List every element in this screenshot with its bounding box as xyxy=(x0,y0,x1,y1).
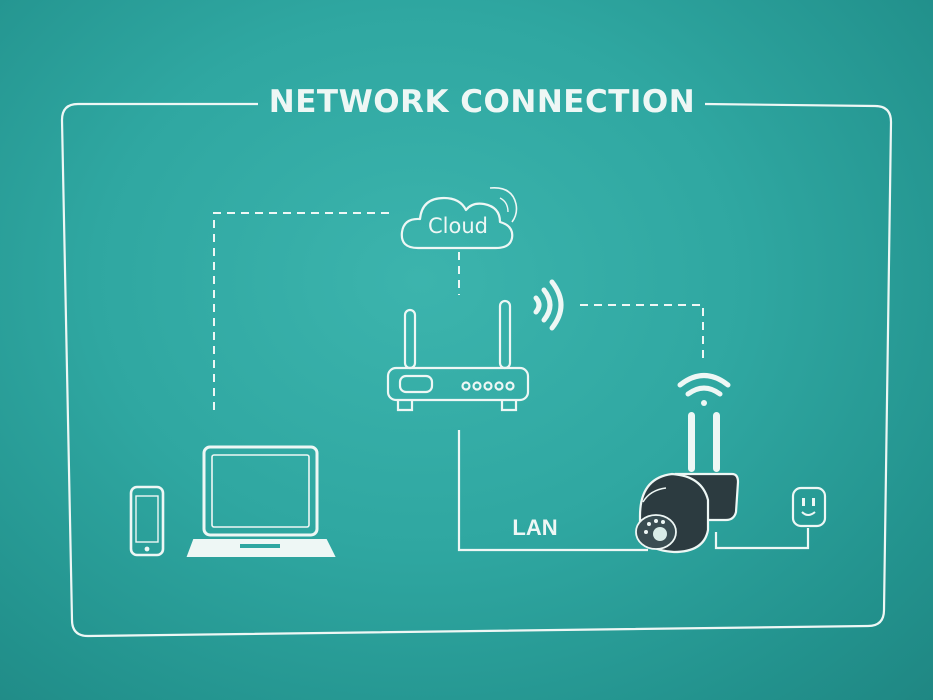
wifi-signal-icon xyxy=(533,279,564,331)
power-cable-line xyxy=(714,528,810,550)
frame-border xyxy=(60,102,893,638)
cloud-label: Cloud xyxy=(428,214,488,238)
camera-wifi-signal-icon xyxy=(677,373,731,406)
router-icon xyxy=(386,299,530,412)
dashed-link-laptop-cloud xyxy=(213,212,390,410)
cloud-icon xyxy=(400,187,518,250)
lan-label: LAN xyxy=(512,515,558,540)
diagram-title: NETWORK CONNECTION xyxy=(268,84,696,120)
ptz-camera-icon xyxy=(635,412,740,554)
dashed-link-router-camera xyxy=(580,304,704,362)
laptop-icon xyxy=(186,445,336,557)
power-outlet-icon xyxy=(791,486,827,528)
smartphone-icon xyxy=(129,485,165,557)
lan-cable-line xyxy=(457,430,648,552)
